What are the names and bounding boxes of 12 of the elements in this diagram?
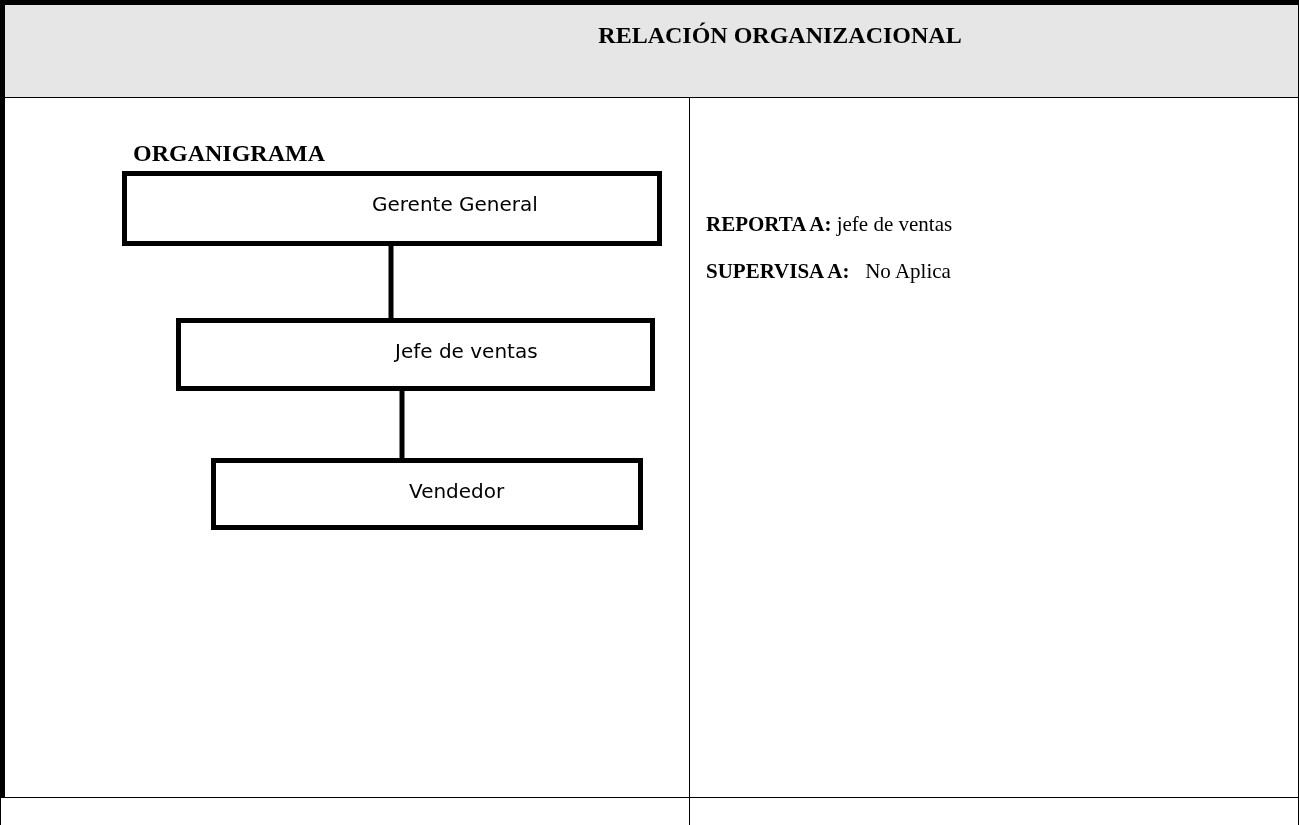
supervise-line: SUPERVISA A: No Aplica (706, 259, 951, 284)
box-label: Vendedor (409, 479, 505, 503)
box-label: Jefe de ventas (395, 339, 538, 363)
section-heading: ORGANIGRAMA (133, 140, 325, 167)
org-box (176, 318, 655, 391)
report-line: REPORTA A: jefe de ventas (706, 212, 953, 237)
box-label: Gerente General (372, 192, 538, 216)
table-title: RELACIÓN ORGANIZACIONAL (597, 22, 963, 49)
org-box (122, 171, 662, 246)
org-box (211, 458, 643, 530)
connector-line (388, 246, 394, 318)
connector-line (399, 391, 405, 458)
